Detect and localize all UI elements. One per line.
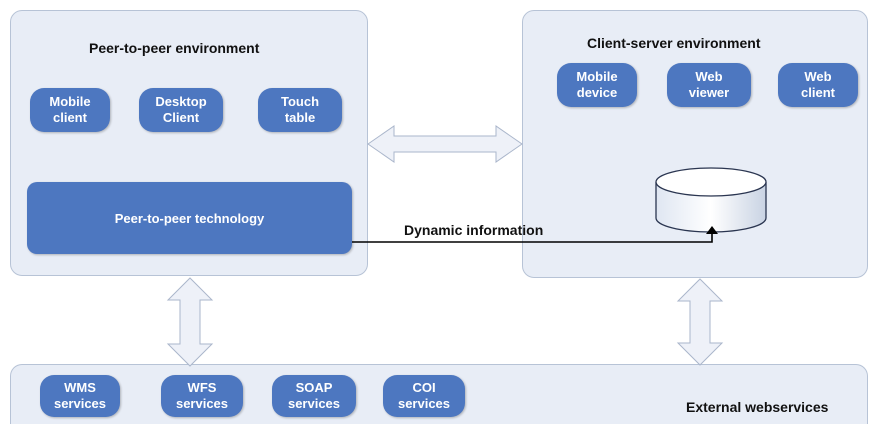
cs-environment-panel: Client-server environment [522, 10, 868, 278]
wms-line2: services [53, 396, 107, 411]
cs-environment-title: Client-server environment [587, 35, 761, 51]
soap-line1: SOAP [295, 380, 333, 395]
touch-table-line1: Touch [280, 94, 320, 109]
coi-line1: COI [412, 380, 436, 395]
mobile-client-line1: Mobile [49, 94, 91, 109]
mobile-device-line2: device [576, 85, 618, 100]
touch-table-line2: table [284, 110, 316, 125]
mobile-client-line2: client [53, 110, 87, 125]
dynamic-information-connector [352, 226, 718, 243]
web-viewer-line2: viewer [688, 85, 730, 100]
database-icon [655, 167, 767, 233]
web-client-line1: Web [804, 69, 832, 84]
double-arrow-icon [166, 277, 214, 367]
p2p-technology-box: Peer-to-peer technology [27, 182, 352, 254]
web-client-line2: client [801, 85, 835, 100]
mobile-device-line1: Mobile [576, 69, 618, 84]
coi-line2: services [397, 396, 451, 411]
wfs-line2: services [175, 396, 229, 411]
double-arrow-icon [367, 125, 523, 163]
soap-line2: services [287, 396, 341, 411]
dynamic-information-label: Dynamic information [404, 222, 544, 238]
wms-line1: WMS [64, 380, 96, 395]
wfs-line1: WFS [187, 380, 217, 395]
p2p-environment-title: Peer-to-peer environment [89, 40, 260, 56]
desktop-client-line1: Desktop [155, 94, 207, 109]
double-arrow-icon [676, 278, 724, 366]
web-viewer-line1: Web [695, 69, 723, 84]
p2p-technology-label: Peer-to-peer technology [114, 210, 265, 226]
external-webservices-label: External webservices [686, 399, 829, 415]
desktop-client-line2: Client [162, 110, 200, 125]
